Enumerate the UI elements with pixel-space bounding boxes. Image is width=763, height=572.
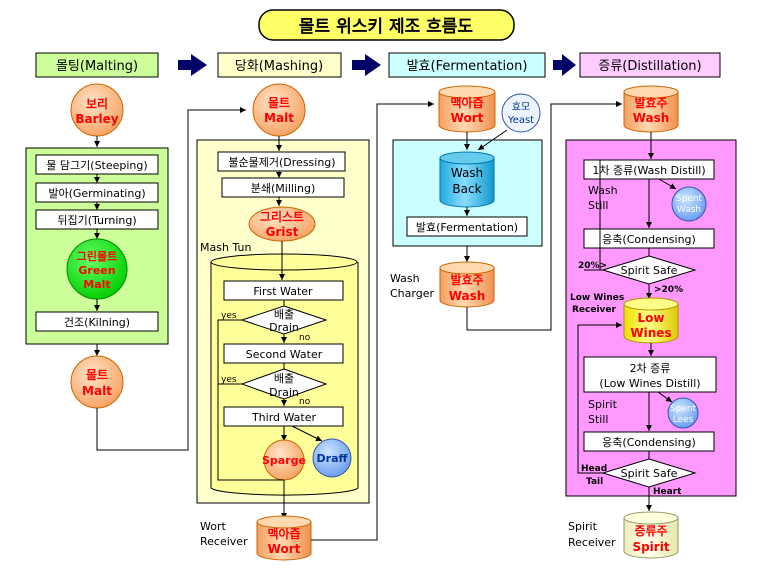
low-wines-receiver-1: Low Wines [570, 293, 624, 303]
spirit-receiver-2: Receiver [568, 536, 616, 549]
step-dressing: 불순물제거(Dressing) [228, 156, 335, 169]
connector-mashing-to-fermentation [311, 101, 434, 541]
spirit-still-1: Spirit [588, 398, 618, 411]
wash-still-1: Wash [588, 184, 618, 197]
low-wines-2: Wines [630, 326, 671, 340]
stage-malting: 몰팅(Malting) [56, 59, 138, 74]
page-title: 몰트 위스키 제조 흐름도 [299, 17, 474, 37]
fermenting-step: 발효(Fermentation) [416, 221, 518, 234]
barley-label-ko: 보리 [86, 96, 108, 111]
mash-malt-ko: 몰트 [268, 96, 290, 110]
pct-out: >20% [654, 285, 683, 295]
drain1-ko: 배출 [274, 308, 294, 321]
drain2-ko: 배출 [274, 372, 294, 385]
dist-wash-ko: 발효주 [634, 95, 667, 110]
wort-out-en: Wort [268, 542, 301, 556]
stage-fermentation: 발효(Fermentation) [407, 59, 528, 74]
malt-out-ko: 몰트 [86, 368, 108, 382]
yes-label-1: yes [221, 311, 237, 321]
tail-label: Tail [586, 477, 603, 487]
grist-en: Grist [266, 225, 299, 239]
connector-malting-to-mashing [96, 107, 246, 451]
step-turning: 뒤집기(Turning) [57, 214, 136, 227]
second-distill-1: 2차 증류 [630, 362, 671, 375]
wash-charger-2: Charger [390, 287, 434, 300]
ferm-wash-en: Wash [449, 289, 486, 303]
wash-charger-1: Wash [390, 272, 420, 285]
fermentation-column: 맥아즙 Wort 효모 Yeast Wash Back 발효(Fermentat… [390, 85, 622, 331]
barley-label-en: Barley [75, 112, 118, 126]
mash-malt-en: Malt [264, 111, 294, 125]
head-label: Head [581, 464, 607, 474]
yeast-en: Yeast [507, 115, 534, 126]
second-distill-2: (Low Wines Distill) [599, 377, 700, 390]
spirit-ko: 증류주 [634, 524, 667, 538]
spent-lees-1: Spent [670, 404, 697, 414]
stage-mashing: 당화(Mashing) [235, 59, 323, 74]
malt-out-en: Malt [82, 384, 112, 398]
spirit-still-2: Still [588, 413, 608, 426]
wort-receiver-1: Wort [200, 520, 226, 533]
third-water: Third Water [251, 411, 317, 424]
green-malt-ko: 그린몰트 [77, 249, 117, 263]
stage-arrow-1 [178, 54, 207, 76]
no-label-1: no [299, 333, 311, 343]
condensing-1: 응축(Condensing) [602, 233, 696, 246]
spirit-safe-1: Spirit Safe [621, 264, 678, 277]
stage-distillation: 증류(Distillation) [598, 59, 701, 74]
first-distill: 1차 증류(Wash Distill) [592, 164, 705, 177]
step-milling: 분쇄(Milling) [251, 182, 316, 195]
stage-arrow-3 [553, 54, 576, 76]
wash-back-2: Back [452, 182, 481, 196]
low-wines-1: Low [638, 311, 665, 325]
title-banner: 몰트 위스키 제조 흐름도 [258, 9, 515, 41]
yes-label-2: yes [221, 375, 237, 385]
step-germinating: 발아(Germinating) [48, 187, 145, 200]
step-kilning: 건조(Kilning) [64, 316, 130, 329]
distillation-column: 발효주 Wash 1차 증류(Wash Distill) Wash Still … [565, 85, 737, 559]
stage-arrow-2 [352, 54, 381, 76]
spirit-safe-2: Spirit Safe [621, 467, 678, 480]
spent-wash-2: Wash [677, 205, 701, 215]
dist-wash-en: Wash [633, 111, 670, 125]
ferm-wash-ko: 발효주 [450, 272, 483, 287]
spirit-en: Spirit [632, 540, 669, 554]
wort-out-ko: 맥아즙 [267, 526, 300, 541]
condensing-2: 응축(Condensing) [602, 436, 696, 449]
green-malt-en1: Green [78, 264, 115, 277]
grist-ko: 그리스트 [260, 209, 304, 224]
ferm-wort-ko: 맥아즙 [450, 95, 483, 110]
mash-tun-label: Mash Tun [200, 241, 251, 254]
connector-fermentation-to-distillation [466, 101, 622, 331]
no-label-2: no [299, 397, 311, 407]
ferm-wort-en: Wort [451, 111, 484, 125]
drain2-en: Drain [269, 386, 299, 399]
sparge: Sparge [262, 454, 306, 467]
draff: Draff [317, 452, 348, 465]
spent-lees-2: Lees [673, 415, 694, 425]
green-malt-en2: Malt [83, 278, 110, 291]
second-water: Second Water [246, 348, 323, 361]
drain1-en: Drain [269, 321, 299, 334]
first-water: First Water [253, 285, 313, 298]
malting-column: 보리 Barley 물 담그기(Steeping) 발아(Germinating… [25, 83, 246, 451]
spent-wash-1: Spent [676, 194, 703, 204]
wash-back-1: Wash [451, 166, 483, 180]
mashing-column: 몰트 Malt 불순물제거(Dressing) 분쇄(Milling) 그리스트… [196, 83, 434, 561]
pct-in: 20%> [578, 261, 607, 271]
heart-label: Heart [653, 487, 682, 497]
yeast-ko: 효모 [512, 101, 530, 113]
stage-headers: 몰팅(Malting) 당화(Mashing) 발효(Fermentation)… [35, 52, 721, 78]
step-steeping: 물 담그기(Steeping) [46, 159, 147, 172]
low-wines-receiver-2: Receiver [572, 305, 617, 315]
wort-receiver-2: Receiver [200, 535, 248, 548]
spirit-receiver-1: Spirit [568, 520, 598, 533]
wash-still-2: Still [588, 199, 608, 212]
